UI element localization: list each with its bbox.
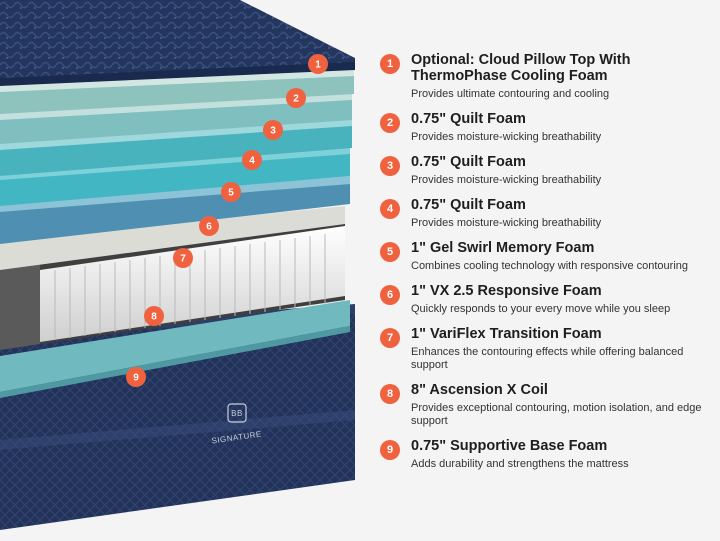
layer-title: 8" Ascension X Coil <box>411 382 548 398</box>
number-badge: 4 <box>380 199 400 219</box>
illustration-badge-5: 5 <box>221 182 241 202</box>
mattress-layers-illustration: BB SIGNATURE <box>0 0 355 530</box>
illustration-badge-2: 2 <box>286 88 306 108</box>
layer-8-coil-unit <box>0 222 345 350</box>
illustration-badge-3: 3 <box>263 120 283 140</box>
layer-description: Adds durability and strengthens the matt… <box>411 458 629 470</box>
layer-legend: 1 Optional: Cloud Pillow Top With Thermo… <box>380 52 714 481</box>
layer-title: 0.75" Quilt Foam <box>411 111 526 127</box>
illustration-badge-4: 4 <box>242 150 262 170</box>
layer-6-shape <box>0 182 350 244</box>
layer-title: Optional: Cloud Pillow Top With ThermoPh… <box>411 52 631 84</box>
legend-item-5: 5 1" Gel Swirl Memory Foam Combines cool… <box>380 240 714 273</box>
number-badge: 2 <box>380 113 400 133</box>
layer-4-shape <box>0 124 352 176</box>
layer-title: 1" VX 2.5 Responsive Foam <box>411 283 602 299</box>
number-badge: 7 <box>380 328 400 348</box>
svg-text:6: 6 <box>206 222 212 233</box>
number-badge: 9 <box>380 440 400 460</box>
legend-item-6: 6 1" VX 2.5 Responsive Foam Quickly resp… <box>380 283 714 316</box>
layer-description: Enhances the contouring effects while of… <box>411 346 684 371</box>
layer-3-shape <box>0 98 352 144</box>
number-badge: 3 <box>380 156 400 176</box>
svg-text:2: 2 <box>293 94 299 105</box>
layer-title: 1" Gel Swirl Memory Foam <box>411 240 595 256</box>
layer-2-shape <box>0 74 354 114</box>
illustration-badge-8: 8 <box>144 306 164 326</box>
legend-item-3: 3 0.75" Quilt Foam Provides moisture-wic… <box>380 154 714 187</box>
legend-item-2: 2 0.75" Quilt Foam Provides moisture-wic… <box>380 111 714 144</box>
legend-item-1: 1 Optional: Cloud Pillow Top With Thermo… <box>380 52 714 101</box>
layer-title: 0.75" Supportive Base Foam <box>411 438 608 454</box>
layer-5-shape <box>0 152 350 206</box>
number-badge: 1 <box>380 54 400 74</box>
layer-1-pillow-top <box>0 0 355 86</box>
svg-text:3: 3 <box>270 126 276 137</box>
layer-description: Quickly responds to your every move whil… <box>411 303 671 315</box>
svg-text:4: 4 <box>249 156 255 167</box>
svg-text:7: 7 <box>180 254 186 265</box>
svg-text:5: 5 <box>228 188 234 199</box>
layer-description: Provides exceptional contouring, motion … <box>411 402 702 427</box>
number-badge: 8 <box>380 384 400 404</box>
number-badge: 6 <box>380 285 400 305</box>
layer-title: 1" VariFlex Transition Foam <box>411 326 602 342</box>
legend-item-7: 7 1" VariFlex Transition Foam Enhances t… <box>380 326 714 372</box>
layer-description: Provides ultimate contouring and cooling <box>411 88 610 100</box>
svg-text:9: 9 <box>133 373 139 384</box>
illustration-badge-1: 1 <box>308 54 328 74</box>
illustration-badge-6: 6 <box>199 216 219 236</box>
illustration-badge-7: 7 <box>173 248 193 268</box>
brand-monogram: BB <box>231 409 243 418</box>
legend-item-8: 8 8" Ascension X Coil Provides exception… <box>380 382 714 428</box>
legend-item-4: 4 0.75" Quilt Foam Provides moisture-wic… <box>380 197 714 230</box>
layer-description: Provides moisture-wicking breathability <box>411 131 602 143</box>
layer-title: 0.75" Quilt Foam <box>411 197 526 213</box>
layer-title: 0.75" Quilt Foam <box>411 154 526 170</box>
svg-text:1: 1 <box>315 60 321 71</box>
layer-9-shape <box>0 300 350 392</box>
illustration-badge-9: 9 <box>126 367 146 387</box>
legend-item-9: 9 0.75" Supportive Base Foam Adds durabi… <box>380 438 714 471</box>
layer-description: Combines cooling technology with respons… <box>411 260 688 272</box>
layer-7-shape <box>0 206 345 270</box>
number-badge: 5 <box>380 242 400 262</box>
layer-description: Provides moisture-wicking breathability <box>411 174 602 186</box>
svg-text:8: 8 <box>151 312 157 323</box>
layer-description: Provides moisture-wicking breathability <box>411 217 602 229</box>
